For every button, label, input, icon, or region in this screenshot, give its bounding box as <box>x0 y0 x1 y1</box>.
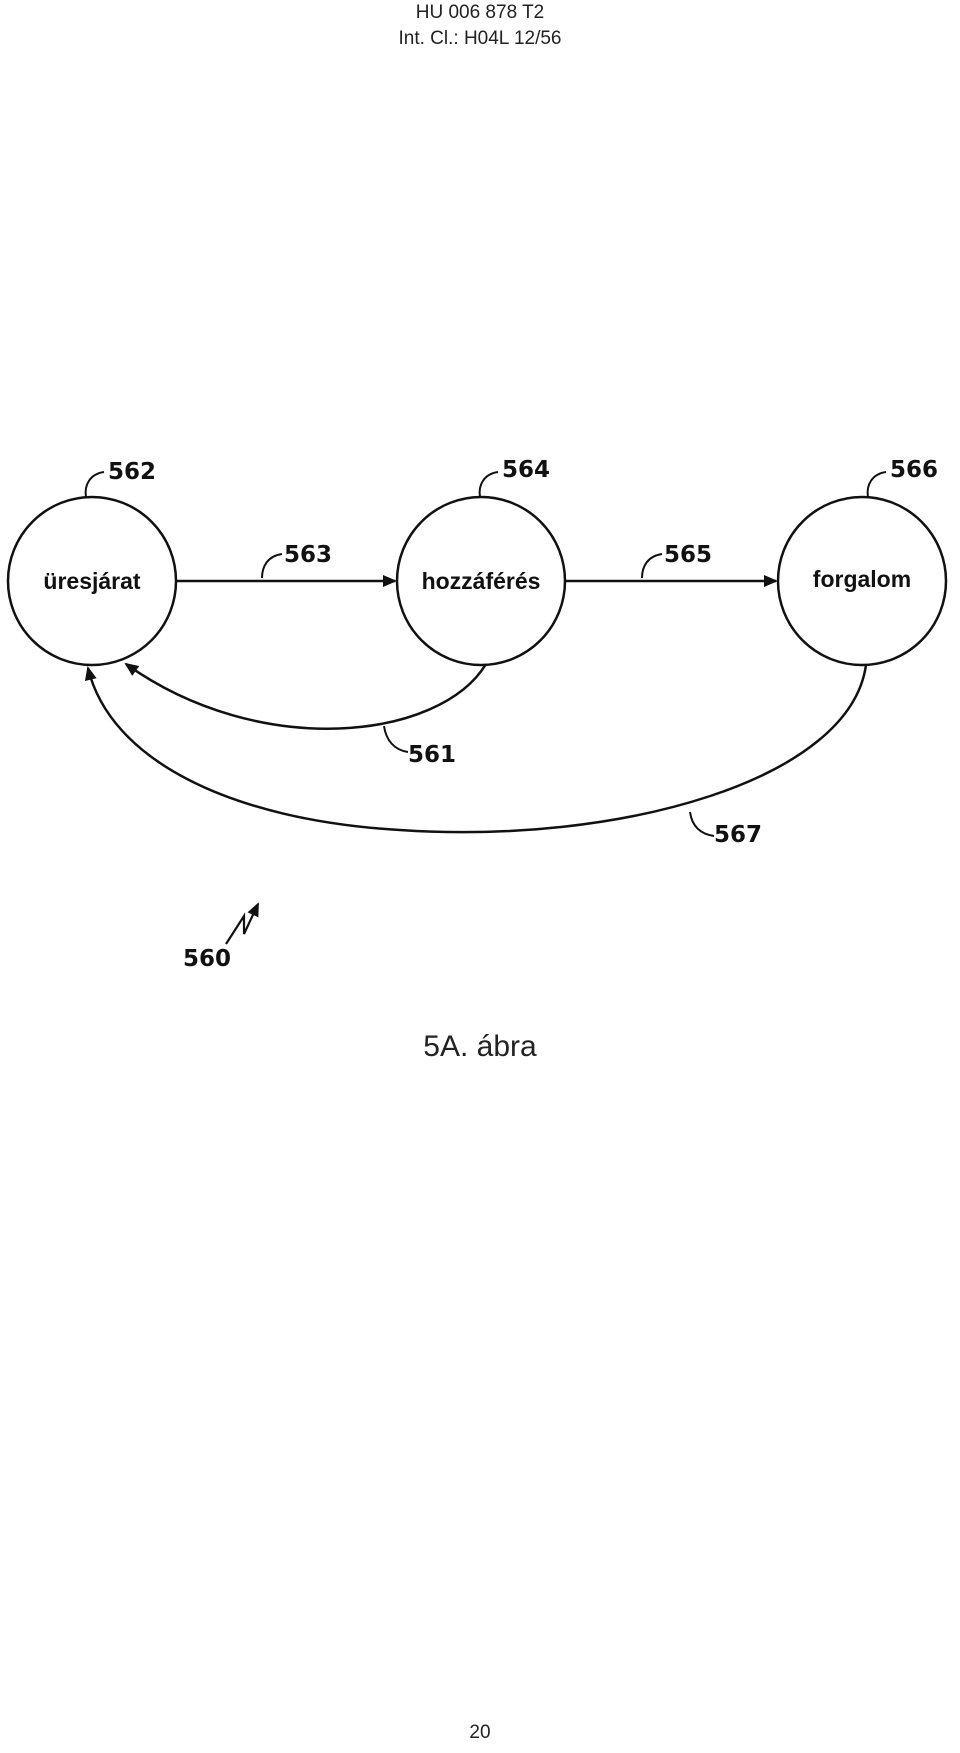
figure-caption: 5A. ábra <box>423 1030 537 1063</box>
ref-numeral-565: 565 <box>664 542 712 568</box>
state-label-idle: üresjárat <box>43 568 141 594</box>
ref-numeral-563: 563 <box>284 542 332 568</box>
leader-line-561 <box>383 725 409 753</box>
ref-numeral-566: 566 <box>890 457 938 483</box>
leader-line-562 <box>84 471 105 498</box>
state-label-traffic: forgalom <box>813 566 911 592</box>
page-header: HU 006 878 T2 Int. Cl.: H04L 12/56 <box>0 0 960 52</box>
document-number: HU 006 878 T2 <box>415 2 545 23</box>
leader-line-565 <box>641 553 663 579</box>
ref-numeral-562: 562 <box>108 459 156 485</box>
state-label-access: hozzáférés <box>422 568 541 594</box>
transition-arrow-561 <box>124 662 488 730</box>
leader-line-566 <box>866 471 887 498</box>
state-node-access: hozzáférés <box>395 495 567 667</box>
ref-numeral-561: 561 <box>408 742 456 768</box>
state-node-idle: üresjárat <box>6 495 178 667</box>
leader-line-567 <box>689 811 715 837</box>
page-number: 20 <box>469 1722 491 1743</box>
ref-numeral-567: 567 <box>714 822 762 848</box>
transition-arrow-567 <box>84 664 868 834</box>
ref-numeral-564: 564 <box>502 457 550 483</box>
ref-numeral-560: 560 <box>183 946 231 972</box>
state-node-traffic: forgalom <box>776 495 948 667</box>
classification: Int. Cl.: H04L 12/56 <box>398 28 562 49</box>
figure-ref-zigzag-arrow <box>225 902 259 945</box>
leader-line-564 <box>478 471 499 498</box>
leader-line-563 <box>261 553 283 579</box>
